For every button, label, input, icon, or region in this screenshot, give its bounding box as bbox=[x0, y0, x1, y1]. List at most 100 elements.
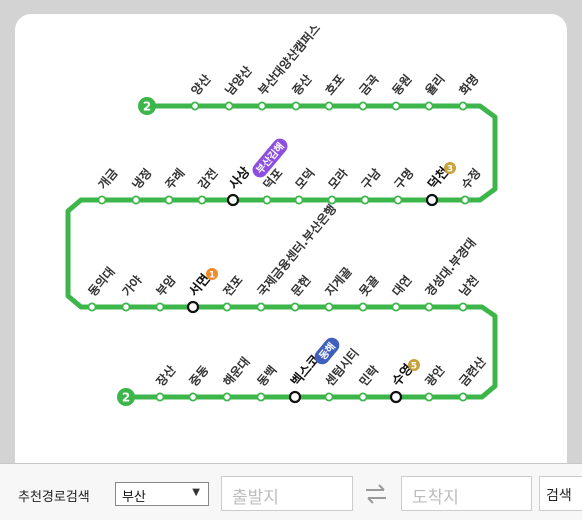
transfer-badge-line3: 3 bbox=[444, 162, 456, 174]
station-marker[interactable] bbox=[256, 302, 266, 312]
station-label[interactable]: 동원 bbox=[390, 72, 415, 98]
station-label[interactable]: 동의대 bbox=[85, 264, 118, 299]
station-label[interactable]: 사상 bbox=[226, 164, 254, 193]
station-marker[interactable] bbox=[327, 195, 337, 205]
station-label[interactable]: 광안 bbox=[422, 362, 448, 389]
station-marker[interactable] bbox=[222, 302, 232, 312]
line-number: 2 bbox=[143, 100, 151, 114]
station-marker[interactable] bbox=[87, 302, 97, 312]
station-marker[interactable] bbox=[97, 195, 107, 205]
station-marker[interactable] bbox=[460, 195, 470, 205]
station-marker[interactable] bbox=[288, 390, 302, 404]
station-label[interactable]: 모라 bbox=[325, 165, 351, 192]
arrival-input[interactable]: 도착지 bbox=[401, 476, 532, 511]
station-label[interactable]: 남천 bbox=[456, 272, 482, 299]
station-label[interactable]: 못골 bbox=[357, 273, 382, 299]
station-label[interactable]: 부산대양산캠퍼스 bbox=[255, 21, 323, 98]
station-label[interactable]: 문현 bbox=[288, 272, 314, 299]
station-marker[interactable] bbox=[360, 195, 370, 205]
station-label[interactable]: 동백 bbox=[254, 362, 280, 389]
station-label[interactable]: 금련산 bbox=[456, 354, 489, 389]
station-label[interactable]: 호포 bbox=[323, 72, 348, 98]
station-marker[interactable] bbox=[393, 195, 403, 205]
station-marker[interactable] bbox=[291, 101, 301, 111]
search-button-label: 검색 bbox=[546, 488, 572, 504]
station-label[interactable]: 감전 bbox=[195, 165, 221, 192]
station-marker[interactable] bbox=[358, 302, 368, 312]
station-label[interactable]: 개금 bbox=[96, 166, 121, 192]
station-marker[interactable] bbox=[155, 302, 165, 312]
station-label[interactable]: 남양산 bbox=[222, 63, 255, 98]
station-label[interactable]: 지게골 bbox=[322, 264, 355, 299]
station-marker[interactable] bbox=[424, 392, 434, 402]
region-select[interactable]: 부산 ▼ bbox=[115, 482, 209, 506]
station-label[interactable]: 화명 bbox=[456, 71, 482, 98]
transfer-badge-bg bbox=[206, 268, 218, 280]
transfer-badge-line1: 1 bbox=[206, 268, 218, 280]
station-marker[interactable] bbox=[224, 101, 234, 111]
station-marker[interactable] bbox=[188, 392, 198, 402]
station-label[interactable]: 대연 bbox=[389, 272, 415, 299]
station-label[interactable]: 수정 bbox=[458, 165, 484, 192]
transfer-badge-bg bbox=[314, 337, 340, 365]
station-label[interactable]: 전포 bbox=[220, 272, 246, 299]
transfer-badge-bg bbox=[252, 138, 288, 178]
station-label[interactable]: 모덕 bbox=[292, 165, 318, 192]
station-marker[interactable] bbox=[391, 101, 401, 111]
station-label[interactable]: 구명 bbox=[392, 166, 417, 192]
station-marker[interactable] bbox=[425, 193, 439, 207]
station-marker[interactable] bbox=[458, 392, 468, 402]
station-marker[interactable] bbox=[226, 193, 240, 207]
station-label[interactable]: 가야 bbox=[119, 272, 145, 299]
station-marker[interactable] bbox=[262, 195, 272, 205]
station-label[interactable]: 장산 bbox=[153, 362, 179, 389]
transfer-badge-bg bbox=[444, 162, 456, 174]
station-marker[interactable] bbox=[358, 101, 368, 111]
station-label[interactable]: 냉정 bbox=[129, 165, 155, 192]
station-label[interactable]: 증산 bbox=[289, 71, 315, 98]
transfer-badge-label: 1 bbox=[209, 270, 215, 280]
line-endpoints: 22 bbox=[117, 97, 156, 406]
search-button[interactable]: 검색 bbox=[539, 476, 582, 511]
station-marker[interactable] bbox=[458, 101, 468, 111]
station-marker[interactable] bbox=[121, 302, 131, 312]
line-2-endpoint-icon bbox=[138, 97, 156, 115]
station-marker[interactable] bbox=[256, 392, 266, 402]
station-label[interactable]: 해운대 bbox=[220, 354, 253, 389]
station-label[interactable]: 중동 bbox=[187, 363, 212, 389]
station-label[interactable]: 주례 bbox=[162, 165, 188, 192]
station-marker[interactable] bbox=[294, 195, 304, 205]
route-search-label: 추천경로검색 bbox=[18, 490, 90, 505]
station-marker[interactable] bbox=[222, 392, 232, 402]
station-label[interactable]: 양산 bbox=[188, 71, 214, 98]
station-label[interactable]: 부암 bbox=[154, 273, 179, 299]
station-marker[interactable] bbox=[257, 101, 267, 111]
departure-input[interactable]: 출발지 bbox=[221, 476, 353, 511]
station-marker[interactable] bbox=[358, 392, 368, 402]
station-marker[interactable] bbox=[290, 302, 300, 312]
station-marker[interactable] bbox=[164, 195, 174, 205]
station-label[interactable]: 금곡 bbox=[357, 72, 382, 98]
line-number: 2 bbox=[122, 391, 130, 405]
station-label[interactable]: 구남 bbox=[358, 165, 384, 192]
arrival-placeholder: 도착지 bbox=[412, 488, 459, 508]
station-marker[interactable] bbox=[324, 101, 334, 111]
station-marker[interactable] bbox=[186, 300, 200, 314]
station-marker[interactable] bbox=[391, 302, 401, 312]
station-marker[interactable] bbox=[324, 302, 334, 312]
station-label[interactable]: 율리 bbox=[422, 71, 448, 98]
station-marker[interactable] bbox=[424, 101, 434, 111]
station-marker[interactable] bbox=[190, 101, 200, 111]
swap-icon[interactable] bbox=[364, 483, 388, 505]
station-label[interactable]: 민락 bbox=[356, 362, 382, 389]
station-marker[interactable] bbox=[131, 195, 141, 205]
station-marker[interactable] bbox=[324, 392, 334, 402]
line-2-path bbox=[65, 103, 498, 400]
station-marker[interactable] bbox=[424, 302, 434, 312]
station-marker[interactable] bbox=[458, 302, 468, 312]
region-select-value: 부산 bbox=[122, 490, 146, 505]
station-marker[interactable] bbox=[197, 195, 207, 205]
station-marker[interactable] bbox=[155, 392, 165, 402]
station-marker[interactable] bbox=[389, 390, 403, 404]
